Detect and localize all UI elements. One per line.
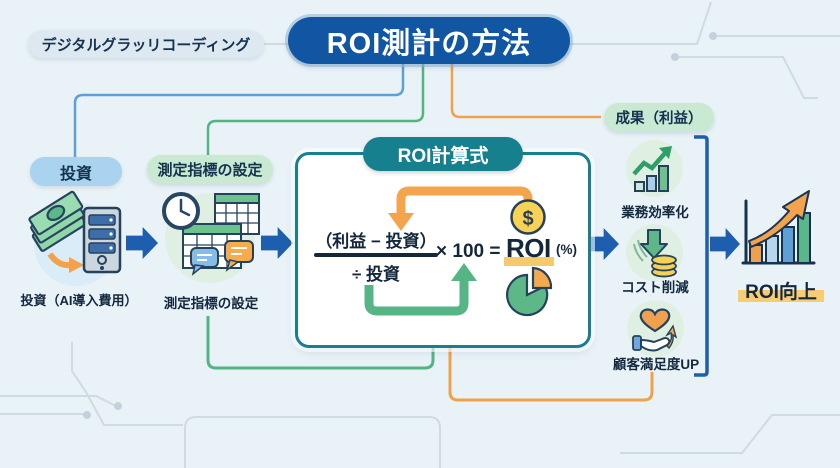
metrics-pill: 測定指標の設定 [147, 155, 273, 184]
outcome-item-cost [626, 224, 683, 281]
dollar-coin-icon: $ [510, 199, 546, 235]
rising-arrow [748, 190, 810, 248]
metrics-caption: 測定指標の設定 [163, 296, 259, 311]
fraction-bar [314, 253, 438, 257]
goal-label: ROI向上 [745, 282, 817, 303]
formula-numerator: （利益 − 投資） [315, 232, 437, 251]
outcome-item-satisfaction [627, 300, 684, 357]
outcome-label: 成果（利益） [615, 111, 703, 127]
orange-loop-arrow [396, 186, 533, 213]
metrics-label: 測定指標の設定 [157, 162, 263, 179]
formula-arrows: $ [364, 186, 553, 317]
formula-tab: ROI計算式 [363, 137, 523, 171]
cost-caption: コスト削減 [621, 280, 689, 295]
feedback-loop-orange [448, 340, 654, 402]
growth-bars-icon [632, 146, 672, 192]
formula-multiplier: × 100 = [436, 241, 501, 262]
money-server-icon [28, 190, 122, 286]
satisfaction-caption: 顧客満足度UP [612, 357, 700, 372]
goal-highlight [738, 290, 824, 302]
outcome-item-efficiency [626, 140, 683, 197]
formula-box: ROI計算式 $ （利益 − 投資） ÷ 投資 × 100 = ROI (%) [295, 137, 591, 348]
heart-in-hand-icon [632, 308, 678, 352]
formula-result: ROI [506, 233, 551, 263]
connector-orange [450, 60, 601, 119]
green-loop-arrow [364, 279, 469, 316]
connector-blue [73, 60, 405, 158]
efficiency-caption: 業務効率化 [621, 205, 689, 220]
formula-unit: (%) [556, 242, 577, 257]
brand-tag: デジタルグラッリコーディング [28, 30, 264, 58]
svg-text:$: $ [522, 208, 533, 230]
brand-tag-label: デジタルグラッリコーディング [41, 36, 251, 54]
pie-chart-icon [506, 266, 553, 317]
page-title: ROI測計の方法 [288, 17, 570, 64]
connector-green [206, 60, 425, 156]
investment-caption: 投資（AI導入費用） [20, 293, 138, 308]
outcome-pill: 成果（利益） [604, 103, 714, 132]
page-title-label: ROI測計の方法 [326, 27, 532, 60]
formula-tab-label: ROI計算式 [397, 145, 489, 167]
rising-chart-icon [741, 190, 816, 265]
investment-pill: 投資 [30, 157, 122, 186]
cost-reduction-icon [633, 229, 677, 278]
outcome-bracket [694, 135, 709, 377]
feedback-loop-green [206, 316, 435, 370]
clock-spreadsheet-icon [162, 192, 260, 283]
investment-label: 投資 [59, 165, 92, 183]
roi-highlight [504, 257, 554, 266]
formula-denominator: ÷ 投資 [351, 265, 401, 284]
